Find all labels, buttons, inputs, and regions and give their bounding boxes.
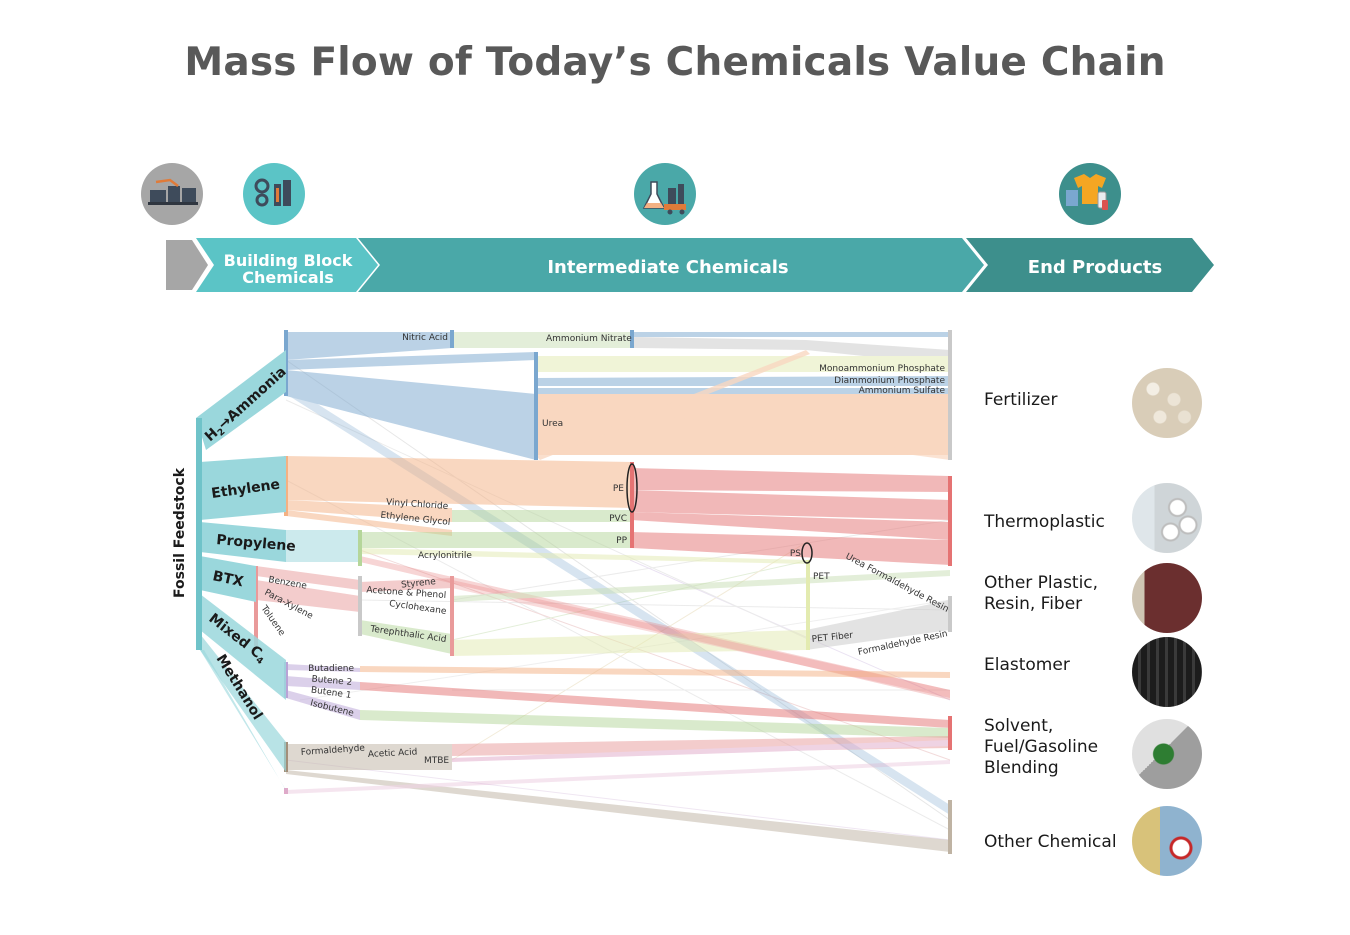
- intermediate-label: Intermediate Chemicals: [547, 257, 788, 278]
- pet-label: PET: [813, 572, 830, 582]
- vinyl-chloride-label: Vinyl Chloride: [386, 498, 449, 512]
- urea-label: Urea: [542, 419, 563, 429]
- acetic-acid-label: Acetic Acid: [368, 747, 418, 760]
- page-title: Mass Flow of Today’s Chemicals Value Cha…: [184, 40, 1166, 85]
- acrylonitrile-label: Acrylonitrile: [418, 551, 472, 561]
- propylene-label: Propylene: [216, 532, 297, 555]
- feedstock-fan: [196, 350, 288, 794]
- monoammonium-phosphate-label: Monoammonium Phosphate: [819, 364, 945, 374]
- oil-pump-icon: [141, 163, 203, 225]
- c4-flows: [286, 664, 950, 738]
- thermoplastic-label: Thermoplastic: [984, 512, 1105, 532]
- ammonium-nitrate-label: Ammonium Nitrate: [546, 334, 632, 344]
- feedstock-stage-arrow: [166, 240, 208, 290]
- products-icon: [1059, 163, 1121, 225]
- flask-lab-icon: [634, 163, 696, 225]
- styrene-label: Styrene: [401, 577, 437, 591]
- node-bars: [254, 330, 952, 854]
- fertilizer-pellets-image: [1132, 368, 1202, 438]
- pe-label: PE: [613, 484, 624, 494]
- nitric-acid-label: Nitric Acid: [402, 333, 448, 343]
- gears-factory-icon: [243, 163, 305, 225]
- end-products-label: End Products: [1028, 257, 1162, 278]
- paint-cans-image: [1132, 806, 1202, 876]
- isobutene-label: Isobutene: [309, 698, 355, 719]
- plastic-bottle-pipes-image: [1132, 483, 1202, 553]
- pet-fiber-label: PET Fiber: [811, 631, 854, 645]
- diammonium-phosphate-label: Diammonium Phosphate: [834, 376, 945, 386]
- building-block-stage-arrow: Building Block Chemicals: [196, 238, 378, 292]
- pp-label: PP: [616, 536, 627, 546]
- other-plastic-label: Other Plastic, Resin, Fiber: [984, 573, 1099, 614]
- mtbe-label: MTBE: [424, 756, 449, 766]
- elastomer-label: Elastomer: [984, 655, 1070, 675]
- butene2-label: Butene 2: [311, 674, 352, 688]
- solvent-label: Solvent, Fuel/Gasoline Blending: [984, 716, 1099, 778]
- fuel-nozzle-image: [1132, 719, 1202, 789]
- formaldehyde-label: Formaldehyde: [301, 744, 366, 758]
- sweater-image: [1132, 563, 1202, 633]
- end-products-stage-arrow: End Products: [966, 238, 1214, 292]
- methanol-flows: [286, 736, 950, 852]
- fertilizer-label: Fertilizer: [984, 390, 1058, 410]
- btx-label: BTX: [211, 568, 245, 590]
- building-block-label-line2: Chemicals: [242, 268, 333, 287]
- pvc-label: PVC: [609, 514, 627, 524]
- btx-flows: [256, 566, 950, 698]
- building-block-label-line1: Building Block: [224, 251, 353, 270]
- ethylene-flows: [286, 456, 950, 540]
- ps-label: PS: [790, 549, 801, 559]
- ammonium-sulfate-label: Ammonium Sulfate: [859, 386, 946, 396]
- intermediate-stage-arrow: Intermediate Chemicals: [358, 238, 984, 292]
- butadiene-label: Butadiene: [308, 664, 354, 674]
- tires-image: [1132, 637, 1202, 707]
- toluene-label: Toluene: [258, 603, 287, 638]
- fossil-feedstock-label: Fossil Feedstock: [172, 467, 188, 598]
- propylene-flows: [286, 530, 950, 700]
- other-chemical-label: Other Chemical: [984, 832, 1117, 852]
